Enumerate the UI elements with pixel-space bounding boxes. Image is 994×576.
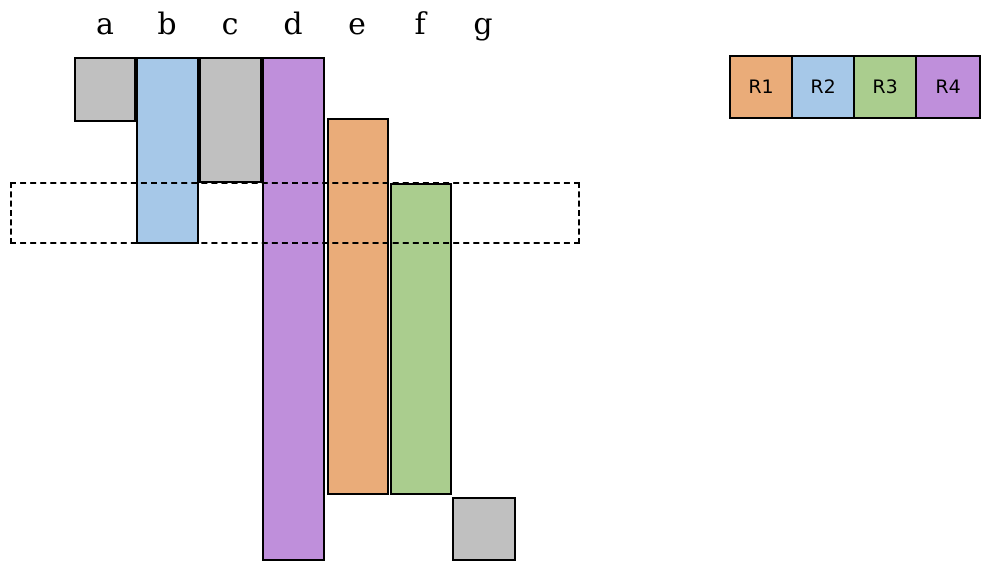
selection-band[interactable] <box>10 182 580 244</box>
bar-b[interactable] <box>136 57 199 244</box>
legend-item-r3[interactable]: R3 <box>855 57 918 117</box>
column-label-d: d <box>283 7 303 42</box>
legend-item-label: R1 <box>748 76 774 98</box>
bar-c[interactable] <box>199 57 262 183</box>
column-label-f: f <box>414 7 426 42</box>
bar-e[interactable] <box>327 118 389 495</box>
column-label-g: g <box>473 7 493 42</box>
bar-f[interactable] <box>390 183 452 495</box>
column-label-e: e <box>348 7 366 42</box>
bar-d[interactable] <box>262 57 325 561</box>
legend: R1 R2 R3 R4 <box>729 55 981 119</box>
legend-item-label: R3 <box>872 76 898 98</box>
bar-a[interactable] <box>74 57 136 122</box>
legend-item-r2[interactable]: R2 <box>793 57 856 117</box>
legend-item-label: R4 <box>935 76 961 98</box>
column-label-b: b <box>157 7 177 42</box>
legend-item-r4[interactable]: R4 <box>917 57 980 117</box>
column-label-a: a <box>96 7 114 42</box>
column-label-c: c <box>221 7 239 42</box>
legend-item-r1[interactable]: R1 <box>731 57 794 117</box>
legend-item-label: R2 <box>810 76 836 98</box>
bar-g[interactable] <box>452 497 516 561</box>
